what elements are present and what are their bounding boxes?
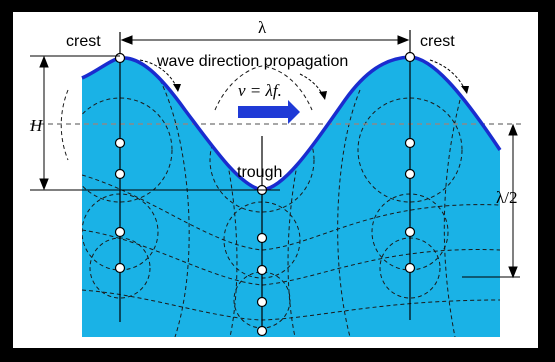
arrowhead [319, 91, 327, 100]
particle-dot [114, 52, 126, 64]
orbit-circle [357, 97, 463, 203]
orbit-circle [209, 107, 315, 213]
height-dimension [30, 55, 280, 191]
particles [114, 51, 416, 337]
streamline [159, 79, 190, 337]
streamline [287, 149, 301, 337]
particle-dot [256, 264, 268, 276]
particle-dot [404, 226, 416, 238]
streamline [337, 89, 361, 337]
half-wavelength-dimension [462, 123, 520, 279]
direction-arrowheads [173, 84, 469, 100]
streamline [224, 149, 238, 337]
crest-label-left: crest [66, 33, 101, 50]
orbit-outline [214, 65, 313, 111]
streamline [82, 229, 500, 286]
streamline [443, 99, 461, 337]
wavelength-label: λ [258, 18, 267, 37]
particle-dot [404, 137, 416, 149]
propagation-arrow [238, 100, 300, 124]
particle-dot [256, 325, 268, 337]
particle-dot [114, 168, 126, 180]
arrowhead [461, 86, 469, 94]
particle-dot [114, 262, 126, 274]
orbit-outline [60, 89, 69, 161]
water-body [82, 57, 500, 337]
arrowhead-down [39, 178, 49, 191]
half-wavelength-label: λ/2 [496, 188, 517, 207]
particle-dot [256, 296, 268, 308]
arrowhead-left [120, 35, 133, 45]
orbit-circle [82, 97, 173, 203]
velocity-label: v = λf. [238, 81, 282, 100]
arrowhead-up [39, 55, 49, 68]
crest-label-right: crest [420, 33, 455, 50]
arrowhead-down [508, 266, 518, 279]
wavelength-dimension [120, 35, 410, 45]
arrowhead [173, 84, 181, 92]
arrowhead-up [508, 123, 518, 136]
height-label: H [29, 116, 44, 135]
propagation-label: wave direction propagation [156, 53, 348, 70]
particle-dot [404, 168, 416, 180]
particle-dot [404, 51, 416, 63]
trough-label: trough [237, 164, 282, 181]
particle-dot [114, 226, 126, 238]
particle-dot [404, 262, 416, 274]
orbit-outlines [60, 65, 313, 161]
particle-dot [114, 137, 126, 149]
arrowhead-right [397, 35, 410, 45]
particle-dot [256, 232, 268, 244]
curved-arrow [299, 73, 325, 99]
